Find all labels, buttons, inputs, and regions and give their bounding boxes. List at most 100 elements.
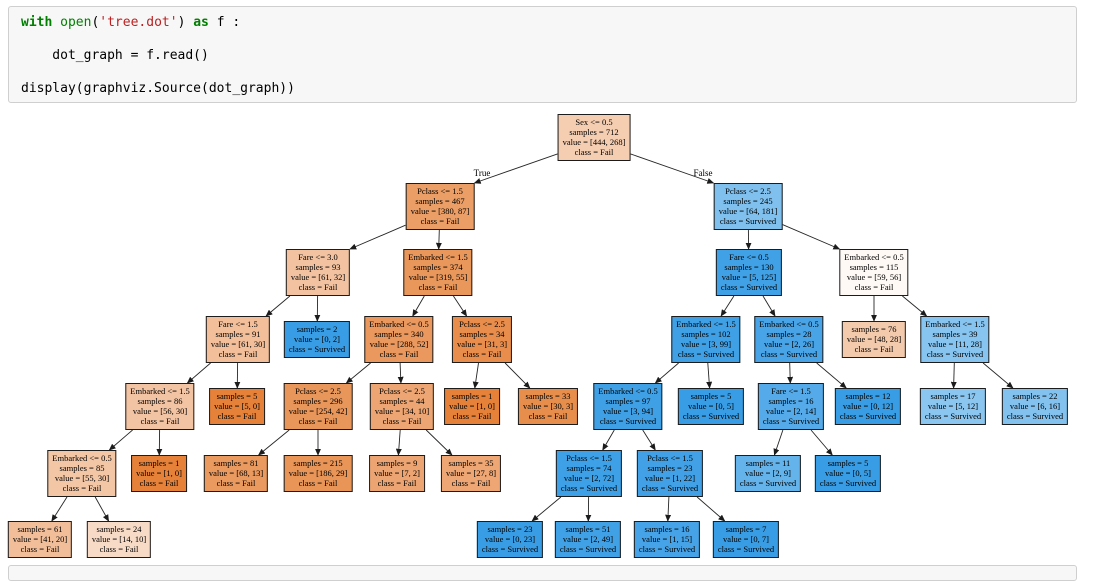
- tree-edge: [266, 296, 290, 316]
- code-cell[interactable]: with open('tree.dot') as f : dot_graph =…: [8, 6, 1077, 103]
- tree-node-line: Fare <= 0.5: [721, 252, 777, 262]
- tree-node-line: samples = 5: [820, 458, 876, 468]
- tree-node-line: class = Survived: [1007, 411, 1063, 421]
- tree-edge: [668, 497, 669, 521]
- tree-edge: [95, 497, 108, 521]
- code-token: [52, 15, 60, 30]
- tree-node-line: samples = 51: [560, 524, 616, 534]
- tree-node-line: class = Survived: [740, 478, 796, 488]
- code-line: [21, 32, 1064, 49]
- tree-node-line: samples = 33: [523, 391, 573, 401]
- code-pre[interactable]: with open('tree.dot') as f : dot_graph =…: [21, 15, 1064, 98]
- tree-node-line: samples = 2: [289, 324, 345, 334]
- tree-node-line: Embarked <= 1.5: [408, 252, 467, 262]
- tree-node-line: samples = 22: [1007, 391, 1063, 401]
- tree-node-line: value = [2, 14]: [763, 406, 819, 416]
- tree-node-line: class = Survived: [840, 411, 896, 421]
- tree-edge: [655, 363, 678, 383]
- tree-node-line: samples = 86: [130, 396, 189, 406]
- tree-edge: [52, 497, 67, 521]
- tree-node-line: Fare <= 3.0: [291, 252, 345, 262]
- tree-node-line: samples = 76: [847, 324, 901, 334]
- tree-node-line: value = [186, 29]: [289, 468, 348, 478]
- tree-node-line: samples = 467: [411, 196, 470, 206]
- tree-node-line: value = [14, 10]: [92, 534, 146, 544]
- tree-edge: [398, 430, 400, 455]
- code-line: [21, 65, 1064, 82]
- tree-edge: [187, 363, 210, 383]
- tree-node-line: Embarked <= 0.5: [844, 252, 903, 262]
- tree-node-line: value = [288, 52]: [369, 339, 428, 349]
- tree-node-line: Embarked <= 0.5: [52, 453, 111, 463]
- tree-node-line: value = [254, 42]: [289, 406, 348, 416]
- tree-node-line: samples = 712: [563, 127, 626, 137]
- tree-node-line: class = Survived: [925, 411, 981, 421]
- tree-node-line: class = Fail: [369, 349, 428, 359]
- tree-edge: [811, 430, 832, 455]
- tree-edge: [532, 497, 561, 521]
- tree-node-line: value = [31, 3]: [457, 339, 507, 349]
- code-token: 'tree.dot': [99, 15, 177, 30]
- tree-node-line: samples = 1: [136, 458, 182, 468]
- code-token: display(graphviz.Source(dot_graph)): [21, 81, 295, 96]
- tree-node-line: class = Fail: [563, 147, 626, 157]
- tree-node-line: value = [30, 3]: [523, 401, 573, 411]
- code-line: with open('tree.dot') as f :: [21, 15, 1064, 32]
- tree-node-line: value = [61, 30]: [211, 339, 265, 349]
- tree-node-line: samples = 215: [289, 458, 348, 468]
- tree-node-line: class = Fail: [847, 344, 901, 354]
- tree-node-line: value = [68, 13]: [209, 468, 263, 478]
- tree-node-line: Fare <= 1.5: [763, 386, 819, 396]
- tree-node-line: value = [7, 2]: [374, 468, 420, 478]
- tree-node-line: samples = 340: [369, 329, 428, 339]
- tree-node-line: value = [5, 0]: [214, 401, 260, 411]
- tree-node-line: value = [380, 87]: [411, 206, 470, 216]
- code-token: with: [21, 15, 52, 30]
- tree-node-line: value = [2, 72]: [561, 473, 617, 483]
- tree-edge: [721, 296, 734, 316]
- tree-node-line: value = [3, 99]: [676, 339, 735, 349]
- tree-node-line: class = Fail: [844, 282, 903, 292]
- tree-node-line: class = Fail: [375, 416, 429, 426]
- tree-node-line: samples = 11: [740, 458, 796, 468]
- tree-node-line: value = [56, 30]: [130, 406, 189, 416]
- tree-node-line: value = [55, 30]: [52, 473, 111, 483]
- tree-edge: [505, 363, 530, 388]
- tree-node-line: samples = 245: [719, 196, 778, 206]
- next-cell-partial[interactable]: [8, 565, 1077, 581]
- tree-node-line: class = Survived: [719, 216, 778, 226]
- tree-node-line: Embarked <= 1.5: [130, 386, 189, 396]
- tree-edge: [783, 225, 840, 249]
- tree-node-line: Embarked <= 0.5: [759, 319, 818, 329]
- tree-node-line: class = Survived: [289, 344, 345, 354]
- tree-node-line: Embarked <= 0.5: [369, 319, 428, 329]
- tree-node-line: value = [34, 10]: [375, 406, 429, 416]
- tree-node-line: class = Fail: [209, 478, 263, 488]
- tree-node-line: class = Survived: [925, 349, 984, 359]
- tree-node-line: value = [1, 22]: [642, 473, 698, 483]
- tree-node-line: samples = 115: [844, 262, 903, 272]
- code-token: f :: [209, 15, 240, 30]
